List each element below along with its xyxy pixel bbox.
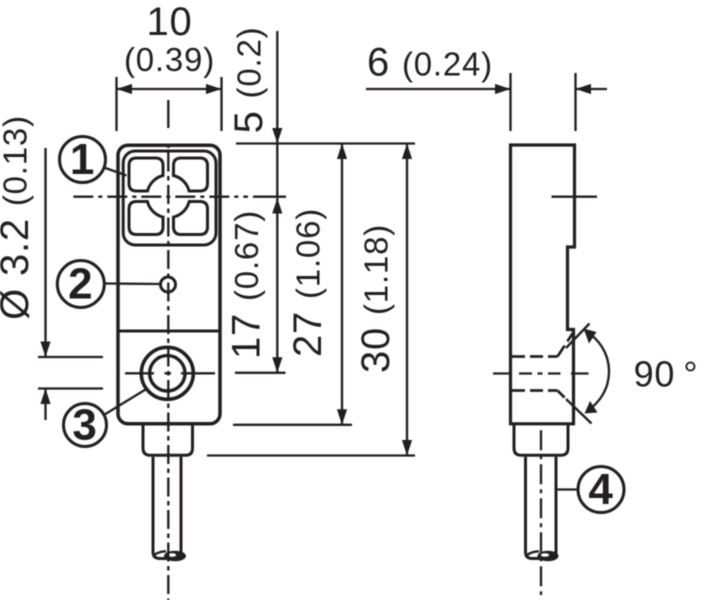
svg-text:17 (0.67): 17 (0.67) bbox=[225, 210, 269, 359]
svg-text:5 (0.2): 5 (0.2) bbox=[227, 27, 271, 134]
svg-text:2: 2 bbox=[68, 260, 93, 309]
svg-text:90 °: 90 ° bbox=[634, 354, 699, 395]
svg-text:4: 4 bbox=[588, 465, 613, 514]
svg-text:(0.39): (0.39) bbox=[124, 41, 215, 78]
svg-text:6 (0.24): 6 (0.24) bbox=[367, 41, 493, 85]
svg-text:27 (1.06): 27 (1.06) bbox=[286, 208, 330, 357]
svg-text:3: 3 bbox=[72, 401, 97, 450]
svg-text:30 (1.18): 30 (1.18) bbox=[354, 224, 398, 373]
svg-text:1: 1 bbox=[70, 135, 95, 184]
svg-text:10: 10 bbox=[146, 0, 192, 44]
svg-text:Ø 3.2 (0.13): Ø 3.2 (0.13) bbox=[0, 115, 37, 320]
